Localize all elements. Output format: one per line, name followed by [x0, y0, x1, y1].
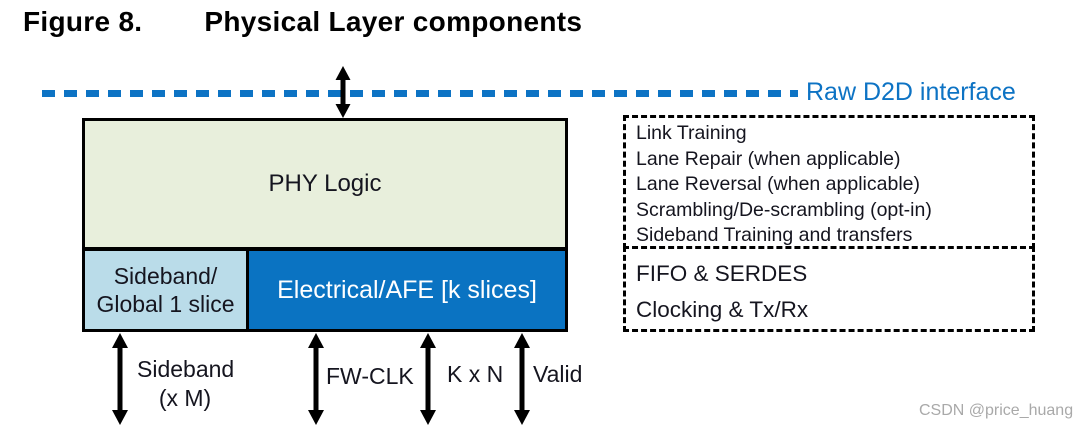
phy-bottom-row: Sideband/ Global 1 slice Electrical/AFE … — [85, 251, 565, 329]
feature-line: Scrambling/De-scrambling (opt-in) — [636, 198, 932, 221]
valid-arrow-icon — [514, 333, 530, 425]
feature-line: FIFO & SERDES — [636, 261, 808, 286]
sideband-signal-label: Sideband (x M) — [137, 356, 235, 411]
raw-d2d-interface-label: Raw D2D interface — [806, 78, 1016, 106]
electrical-functions-box: FIFO & SERDES Clocking & Tx/Rx — [623, 246, 1035, 332]
feature-line: Clocking & Tx/Rx — [636, 297, 809, 322]
raw-d2d-dashed-line — [42, 90, 798, 97]
sideband-label-line1: Sideband/ — [113, 263, 218, 289]
phy-logic-block: PHY Logic — [85, 121, 565, 251]
figure-label: Figure 8. — [23, 6, 143, 37]
kxn-signal-label: K x N — [447, 361, 504, 387]
feature-line: Lane Repair (when applicable) — [636, 147, 901, 170]
sideband-global-block: Sideband/ Global 1 slice — [85, 251, 249, 329]
phy-block: PHY Logic Sideband/ Global 1 slice Elect… — [82, 118, 568, 332]
feature-line: Link Training — [636, 122, 747, 144]
valid-signal-label: Valid — [533, 361, 583, 387]
d2d-interface-arrow-icon — [335, 66, 351, 118]
page-title: Physical Layer components — [204, 6, 583, 37]
figure-caption: Figure 8. Physical Layer components — [23, 6, 582, 38]
electrical-afe-label: Electrical/AFE [k slices] — [277, 275, 537, 304]
fw-clk-arrow-icon — [308, 333, 324, 425]
fw-clk-signal-label: FW-CLK — [326, 363, 414, 389]
kxn-arrow-icon — [420, 333, 436, 425]
sideband-label-line2: Global 1 slice — [96, 291, 235, 317]
sideband-arrow-icon — [112, 333, 128, 425]
watermark: CSDN @price_huang — [919, 402, 1074, 419]
feature-line: Lane Reversal (when applicable) — [636, 173, 920, 195]
feature-line: Sideband Training and transfers — [636, 224, 913, 246]
phy-logic-label: PHY Logic — [268, 170, 382, 197]
phy-logic-functions-box: Link Training Lane Repair (when applicab… — [623, 115, 1035, 249]
electrical-afe-block: Electrical/AFE [k slices] — [249, 251, 565, 329]
